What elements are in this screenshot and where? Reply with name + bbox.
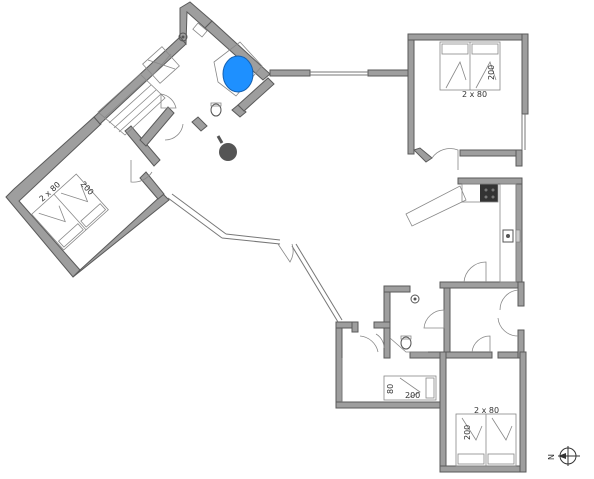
kitchen-sink (502, 229, 514, 243)
bed-double-bottom-right: 2 x 80 200 (455, 406, 517, 467)
bed-0-width: 2 x 80 (462, 90, 487, 99)
compass: N (547, 446, 580, 466)
bed-3-width: 2 x 80 (474, 406, 499, 415)
bed-1-width: 2 x 80 (38, 180, 63, 203)
bed-single-lower: 80 200 (383, 375, 437, 401)
cooktop (480, 184, 498, 202)
bed-3-length: 200 (463, 425, 472, 440)
bed-double-top-right: 2 x 80 200 (439, 41, 501, 99)
toilet (210, 103, 222, 117)
bed-1-length: 200 (78, 180, 95, 197)
exterior-walls (5, 1, 529, 473)
toilet-lower (400, 336, 412, 350)
kitchen (405, 183, 521, 283)
bed-2-width: 80 (386, 384, 395, 394)
bed-0-length: 200 (487, 65, 496, 80)
glazing-lines (167, 71, 526, 402)
doors (130, 93, 519, 353)
fireplace-stove (219, 143, 237, 161)
compass-north-label: N (547, 454, 556, 460)
bathroom-top (142, 22, 263, 161)
bed-2-length: 200 (405, 391, 420, 400)
bathroom-lower (389, 294, 428, 353)
hot-tub (222, 55, 254, 93)
stairs (97, 73, 166, 136)
